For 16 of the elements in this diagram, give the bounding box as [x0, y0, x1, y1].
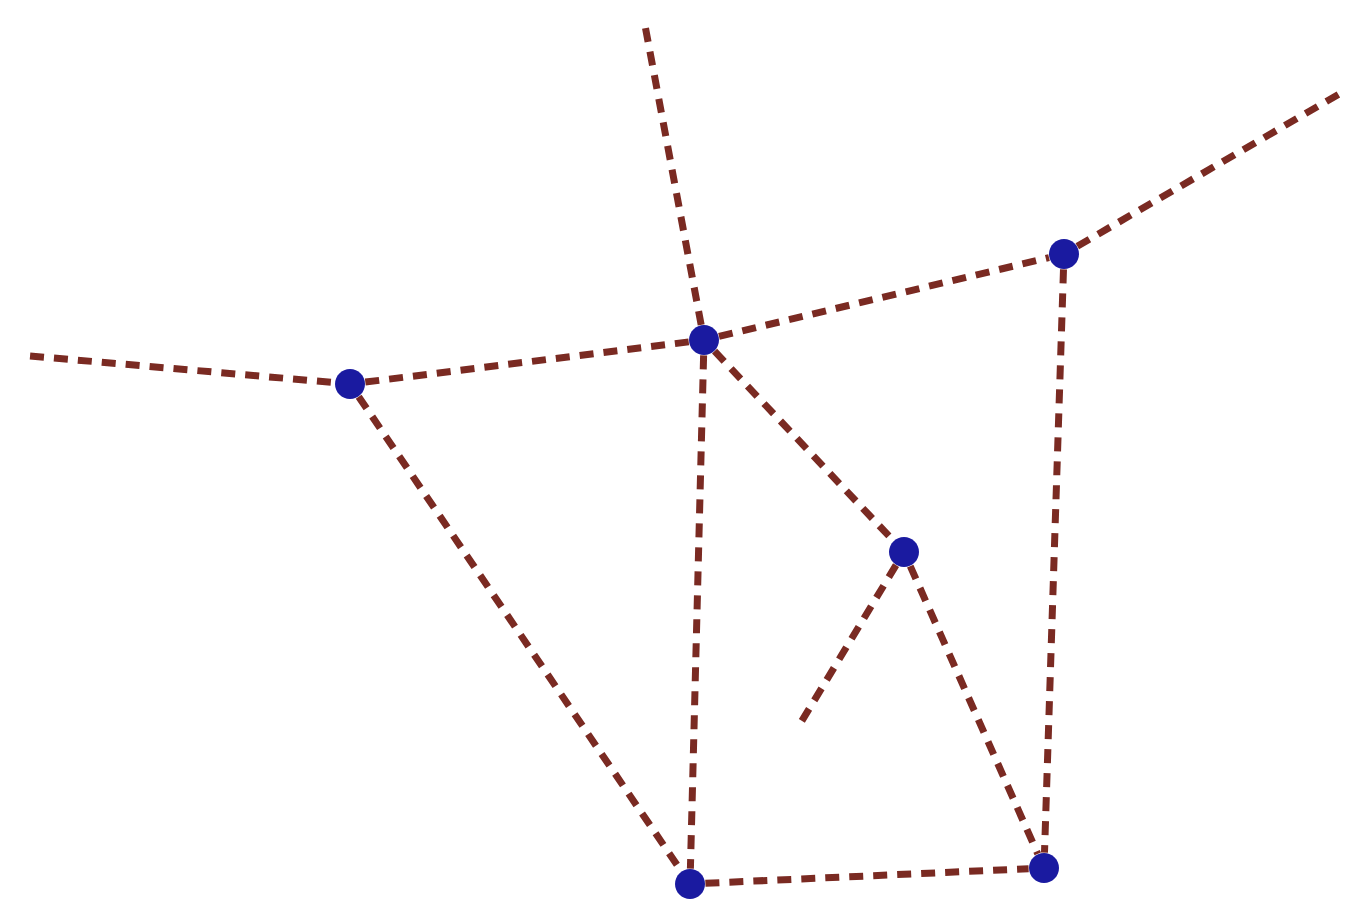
dashed-line: [686, 355, 708, 869]
dot: [689, 325, 719, 355]
dashed-line: [29, 352, 335, 387]
dashed-line: [705, 865, 1029, 887]
dot: [675, 868, 705, 899]
dot: [889, 537, 919, 567]
dashed-line: [364, 338, 690, 386]
dashed-line: [907, 564, 1041, 856]
dashed-line: [1041, 269, 1067, 853]
dashed-line: [712, 348, 896, 544]
dot: [1049, 239, 1079, 269]
dashed-line: [1075, 86, 1346, 250]
dashed-line: [797, 563, 900, 726]
dot: [335, 369, 365, 399]
dashed-line: [718, 254, 1050, 340]
dot: [1029, 852, 1059, 883]
